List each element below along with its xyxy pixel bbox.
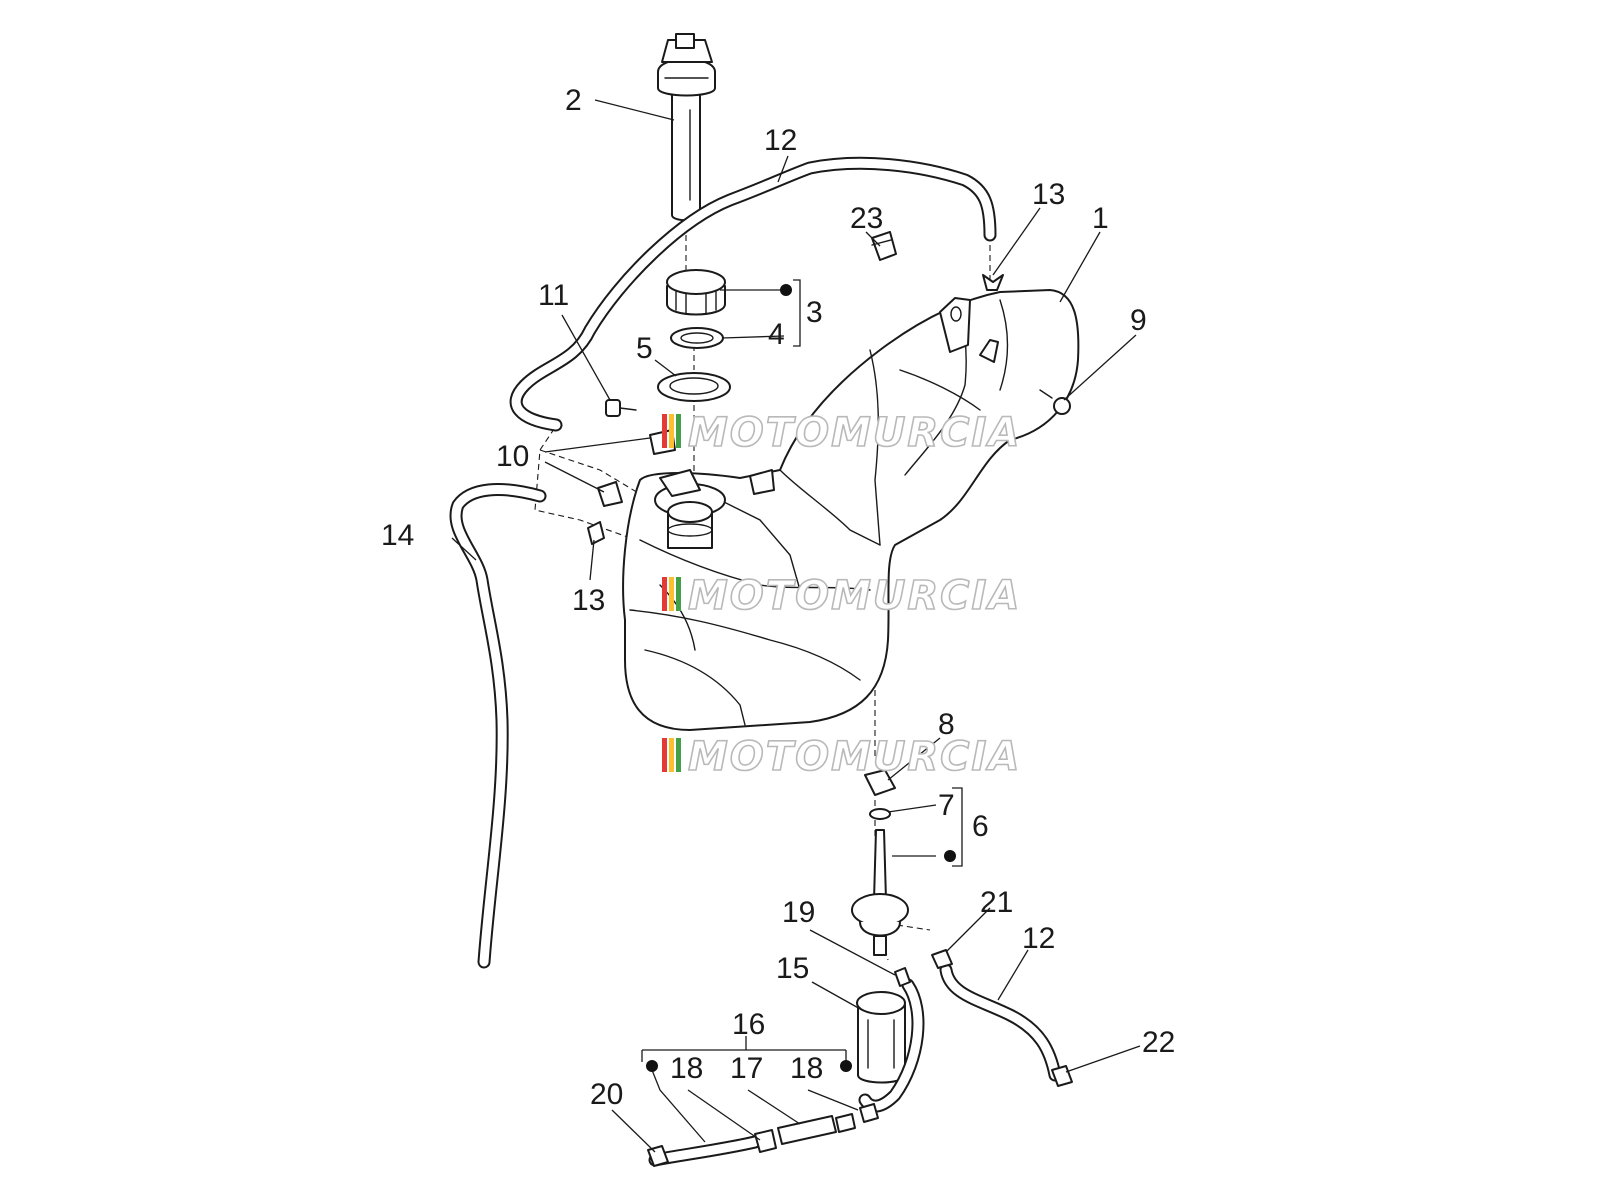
vent-hose-lower [939, 963, 1062, 1082]
watermark-text: MOTOMURCIA [688, 573, 1021, 619]
fuel-tap [851, 808, 909, 956]
filter-bracket [856, 991, 906, 1084]
callout-10: 10 [496, 440, 529, 473]
kit-bullets [646, 284, 956, 1072]
hose-clamp-22 [1051, 1065, 1073, 1087]
callout-21: 21 [980, 886, 1013, 919]
tank-cap [666, 269, 726, 316]
watermark-bottom: MOTOMURCIA [662, 733, 1021, 781]
callout-5: 5 [636, 332, 653, 365]
callout-23: 23 [850, 202, 883, 235]
callout-13-lower: 13 [572, 584, 605, 617]
callout-22: 22 [1142, 1026, 1175, 1059]
callout-numbers: 2 12 23 13 1 3 4 5 9 11 10 14 13 8 7 6 2… [381, 84, 1175, 1111]
clip-13-lower [587, 521, 605, 545]
fuel-filter-hose-set [647, 1103, 879, 1167]
watermark-middle: MOTOMURCIA [662, 572, 1021, 620]
callout-8: 8 [938, 708, 955, 741]
callout-13-upper: 13 [1032, 178, 1065, 211]
watermark-text: MOTOMURCIA [688, 734, 1021, 780]
hose-clamp-19 [894, 967, 911, 987]
clip-23 [871, 231, 897, 261]
callout-17: 17 [730, 1052, 763, 1085]
callout-11: 11 [538, 279, 569, 312]
screw-11 [605, 399, 637, 417]
callout-2: 2 [565, 84, 582, 117]
filler-seal [657, 372, 731, 402]
callout-1: 1 [1092, 202, 1109, 235]
watermark-text: MOTOMURCIA [688, 410, 1021, 456]
callout-16: 16 [732, 1008, 765, 1041]
callout-7: 7 [938, 789, 955, 822]
hose-clamp-21 [931, 949, 953, 969]
watermark-top: MOTOMURCIA [662, 409, 1021, 457]
drain-plug [864, 769, 896, 796]
callout-12-lower: 12 [1022, 922, 1055, 955]
callout-9: 9 [1130, 304, 1147, 337]
fuel-level-sender [657, 33, 716, 222]
callout-15: 15 [776, 952, 809, 985]
callout-18-right: 18 [790, 1052, 823, 1085]
callout-20: 20 [590, 1078, 623, 1111]
callout-14: 14 [381, 519, 414, 552]
callout-19: 19 [782, 896, 815, 929]
callout-4: 4 [768, 318, 785, 351]
fuel-tank [622, 289, 1080, 731]
callout-6: 6 [972, 810, 989, 843]
callout-18-left: 18 [670, 1052, 703, 1085]
vent-hose-upper [509, 156, 997, 432]
cap-gasket [670, 327, 724, 349]
callout-3: 3 [806, 296, 823, 329]
clip-13-upper [982, 274, 1004, 291]
leader-lines [451, 99, 1141, 1153]
screw-9 [1039, 389, 1071, 415]
drain-hose [449, 483, 547, 969]
callout-12-upper: 12 [764, 124, 797, 157]
